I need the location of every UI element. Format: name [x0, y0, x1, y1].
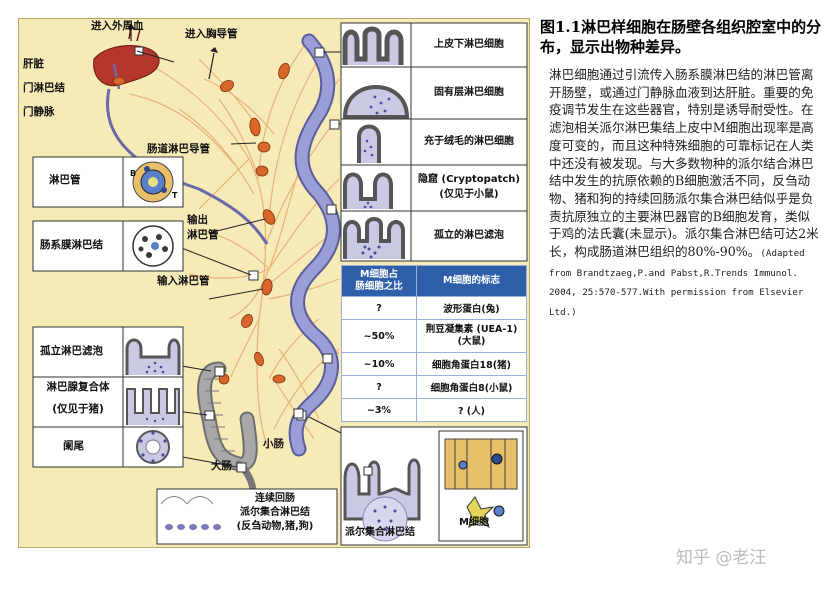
figure-panel: 进入外周血 进入胸导管 肝脏 门淋巴结 门静脉 肠道淋巴导管 淋巴管 B T 输…: [18, 18, 530, 548]
watermark: 知乎 @老汪: [676, 548, 767, 568]
label-large-intestine: 大肠: [211, 460, 232, 472]
arrow-to-thoracic: [208, 52, 215, 80]
table-cell-ratio: ~10%: [341, 352, 417, 376]
label-lymph-vessel: 淋巴管: [49, 174, 81, 186]
arrow-head: [127, 23, 135, 29]
table-row: ~50% 荆豆凝集素 (UEA-1) (大鼠): [341, 319, 527, 353]
left-diagram-boxes: [32, 156, 184, 468]
panel-label-lamina-propria: 固有层淋巴细胞: [434, 87, 504, 98]
caption-citation: (Adapted from Brandtzaeg,P.and Pabst,R.T…: [549, 248, 805, 319]
label-intestinal-lymph-duct: 肠道淋巴导管: [147, 143, 210, 155]
panel-label-isolated-follicle: 孤立的淋巴滤泡: [434, 230, 504, 241]
table-cell-marker: 波形蛋白(兔): [416, 296, 527, 320]
label-marker-t: T: [172, 191, 178, 200]
caption-body: 淋巴细胞通过引流传入肠系膜淋巴结的淋巴管离开肠壁，或通过门静脉血液到达肝脏。重要…: [549, 66, 819, 322]
m-cell-table: M细胞占 肠细胞之比 M细胞的标志 ? 波形蛋白(兔) ~50% 荆豆凝集素 (…: [341, 265, 527, 422]
portal-vein-line: [106, 88, 269, 245]
label-to-thoracic-duct: 进入胸导管: [185, 28, 238, 40]
liver-icon: [93, 26, 160, 90]
table-cell-ratio: ~3%: [341, 398, 417, 422]
label-continuous-ileal-3: (反刍动物,猪,狗): [236, 521, 314, 532]
table-cell-marker: ? (人): [416, 398, 527, 422]
location-markers: [134, 46, 340, 473]
label-isolated-follicle-left: 孤立淋巴滤泡: [40, 345, 103, 357]
label-lymphoglandular-2: (仅见于猪): [52, 403, 104, 415]
table-header-marker: M细胞的标志: [416, 265, 527, 297]
table-cell-marker: 荆豆凝集素 (UEA-1) (大鼠): [416, 319, 527, 353]
table-cell-ratio: ?: [341, 375, 417, 399]
table-row: ~3% ? (人): [341, 398, 527, 422]
continuous-ileal-pp-box: [156, 488, 338, 545]
label-lymphoglandular-1: 淋巴腺复合体: [46, 381, 110, 393]
label-portal-vein: 门静脉: [23, 106, 55, 118]
table-cell-marker: 细胞角蛋白8(小鼠): [416, 375, 527, 399]
label-mesenteric-lymph-node: 肠系膜淋巴结: [40, 239, 103, 251]
label-efferent-lymph-2: 淋巴管: [187, 229, 219, 241]
label-m-cell: M细胞: [459, 517, 489, 528]
panel-label-villus-filled: 充于绒毛的淋巴细胞: [424, 136, 514, 147]
label-peyers-patch: 派尔集合淋巴结: [345, 527, 415, 538]
right-villus-panels: [340, 22, 412, 262]
label-to-peripheral-blood: 进入外周血: [91, 20, 144, 32]
table-row: ? 细胞角蛋白8(小鼠): [341, 375, 527, 399]
table-row: ~10% 细胞角蛋白18(猪): [341, 352, 527, 376]
caption-title: 图1.1淋巴样细胞在肠壁各组织腔室中的分布，显示出物种差异。: [540, 18, 822, 56]
panel-label-cryptopatch: 隐窟 (Cryptopatch): [418, 174, 520, 185]
label-afferent-lymph: 输入淋巴管: [157, 275, 210, 287]
caption-body-text: 淋巴细胞通过引流传入肠系膜淋巴结的淋巴管离开肠壁，或通过门静脉血液到达肝脏。重要…: [549, 67, 819, 260]
small-intestine-fill: [290, 35, 339, 455]
table-header-ratio: M细胞占 肠细胞之比: [341, 265, 417, 297]
arrow-head: [210, 47, 218, 53]
label-efferent-lymph-1: 输出: [187, 214, 208, 226]
table-cell-ratio: ~50%: [341, 319, 417, 353]
table-row: ? 波形蛋白(兔): [341, 296, 527, 320]
panel-label-subepithelial: 上皮下淋巴细胞: [434, 39, 504, 50]
label-small-intestine: 小肠: [263, 438, 284, 450]
peyers-patch-panel: [340, 426, 528, 546]
label-appendix: 阑尾: [63, 440, 84, 452]
table-cell-marker: 细胞角蛋白18(猪): [416, 352, 527, 376]
table-header-row: M细胞占 肠细胞之比 M细胞的标志: [341, 265, 527, 297]
right-label-boxes: [410, 22, 528, 262]
panel-label-cryptopatch-mouse: (仅见于小鼠): [439, 189, 499, 200]
label-continuous-ileal-2: 派尔集合淋巴结: [240, 507, 310, 518]
table-cell-ratio: ?: [341, 296, 417, 320]
label-marker-b: B: [130, 169, 137, 178]
label-liver: 肝脏: [23, 58, 44, 70]
label-portal-lymph-node: 门淋巴结: [23, 82, 65, 94]
label-continuous-ileal-1: 连续回肠: [255, 493, 295, 504]
diagram-canvas: [32, 22, 528, 546]
